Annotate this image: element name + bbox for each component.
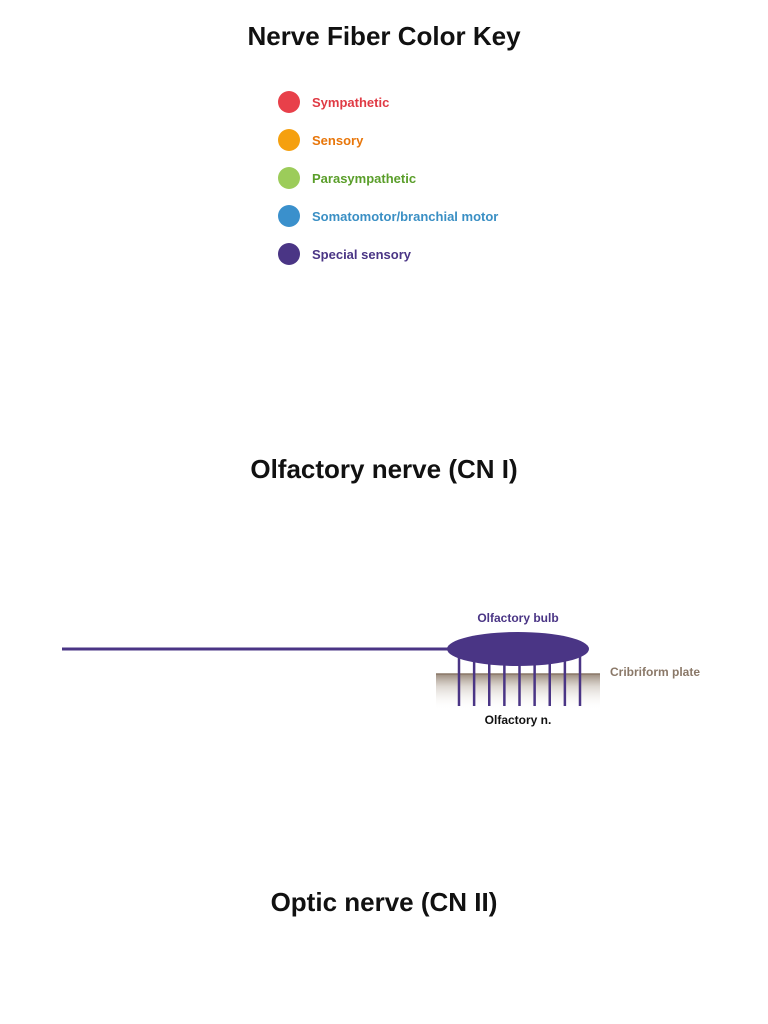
olfactory-nerve-label: Olfactory n. [485,713,552,727]
legend-item: Sensory [278,121,498,159]
color-key-title: Nerve Fiber Color Key [247,21,521,51]
legend-label: Parasympathetic [312,170,417,186]
legend-item: Special sensory [278,235,498,273]
legend-item: Parasympathetic [278,159,498,197]
cribriform-plate [436,674,600,710]
olfactory-nerve-title: Olfactory nerve (CN I) [250,454,518,484]
olfactory-bulb-label: Olfactory bulb [477,611,558,625]
legend-label: Special sensory [312,246,411,262]
legend-label: Somatomotor/branchial motor [312,208,499,224]
legend-dot [278,91,300,113]
legend-dot [278,129,300,151]
legend-dot [278,205,300,227]
legend-dot [278,167,300,189]
legend-item: Sympathetic [278,83,498,121]
cribriform-plate-label: Cribriform plate [610,665,700,679]
olfactory-bulb [447,632,589,666]
optic-nerve-title: Optic nerve (CN II) [270,887,498,917]
legend-dot [278,243,300,265]
legend-label: Sensory [312,132,364,148]
olfactory-nerve-diagram: Olfactory bulb Cribriform plate Olfactor… [62,611,700,727]
legend-label: Sympathetic [312,94,390,110]
legend-item: Somatomotor/branchial motor [278,197,498,235]
